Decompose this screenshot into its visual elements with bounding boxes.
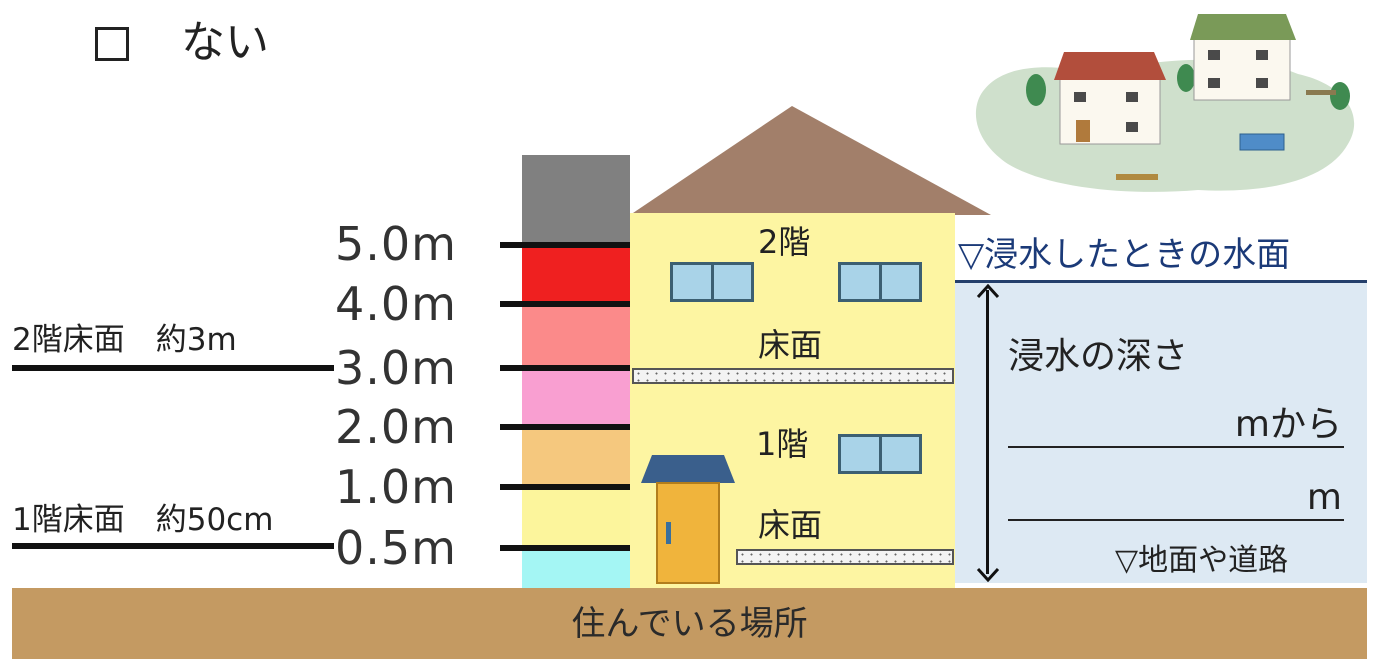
scale-label-3m: 3.0m [335, 341, 457, 395]
scale-tick-4m [500, 301, 630, 307]
floor1-surface-label: 床面 [758, 506, 823, 544]
depth-label: 浸水の深さ [1008, 336, 1189, 377]
scale-label-4m: 4.0m [335, 277, 457, 331]
scale-band-5m-plus [522, 155, 630, 245]
door-handle [666, 522, 671, 544]
scale-label-2m: 2.0m [335, 400, 457, 454]
scale-label-1m: 1.0m [335, 460, 457, 514]
window [838, 262, 922, 302]
floor1-label: 1階 [756, 425, 809, 463]
house-body [1059, 77, 1161, 145]
door-canopy [641, 455, 735, 483]
window [838, 434, 922, 474]
scale-tick-5m [500, 242, 630, 248]
scale-tick-05m [500, 545, 630, 551]
floor2-surface-label: 床面 [758, 326, 823, 364]
scale-band-2m [522, 368, 630, 427]
floor2-label: 2階 [758, 223, 811, 261]
scale-tick-3m [500, 365, 630, 371]
ground-bar [12, 588, 1367, 659]
floating-car [1239, 133, 1285, 151]
flooded-houses-illustration [975, 14, 1355, 192]
scale-band-4m [522, 245, 630, 304]
depth-from-blank-line[interactable] [1008, 446, 1344, 448]
flood-water-area [955, 283, 1367, 583]
depth-from-unit: mから [1234, 404, 1342, 445]
water-surface-line [955, 280, 1367, 283]
checkbox-option-none[interactable]: ない [95, 18, 269, 68]
scale-label-05m: 0.5m [335, 521, 457, 575]
scale-label-5m: 5.0m [335, 217, 457, 271]
scale-tick-2m [500, 424, 630, 430]
depth-to-blank-line[interactable] [1008, 519, 1344, 521]
first-floor-slab [736, 549, 954, 565]
checkbox-label: ない [181, 17, 269, 68]
scale-band-1m [522, 427, 630, 487]
first-floor-reference-line [12, 543, 334, 549]
ground-reference-label: ▽地面や道路 [1115, 543, 1289, 578]
scale-band-0m [522, 548, 630, 588]
house-door [656, 482, 720, 584]
depth-to-unit: m [1306, 477, 1342, 518]
first-floor-reference-label: 1階床面 約50cm [12, 502, 274, 538]
second-floor-reference-label: 2階床面 約3m [12, 322, 237, 358]
window [670, 262, 754, 302]
floating-debris [1306, 90, 1336, 95]
depth-arrow-up-head [976, 284, 1000, 298]
tree [1330, 82, 1350, 110]
house-roof [1190, 14, 1296, 40]
depth-arrow-down-head [976, 568, 1000, 582]
second-floor-slab [632, 368, 954, 384]
depth-arrow [986, 290, 989, 574]
house-roof [630, 106, 991, 215]
scale-band-05m [522, 487, 630, 548]
water-surface-label: ▽浸水したときの水面 [958, 235, 1291, 275]
ground-label: 住んでいる場所 [571, 604, 808, 644]
house-roof [1054, 52, 1166, 80]
tree [1177, 64, 1195, 92]
checkbox[interactable] [95, 27, 129, 61]
floating-debris [1116, 174, 1158, 180]
tree [1026, 74, 1046, 106]
second-floor-reference-line [12, 365, 334, 371]
house-body [1193, 37, 1291, 101]
scale-band-3m [522, 304, 630, 368]
scale-tick-1m [500, 484, 630, 490]
